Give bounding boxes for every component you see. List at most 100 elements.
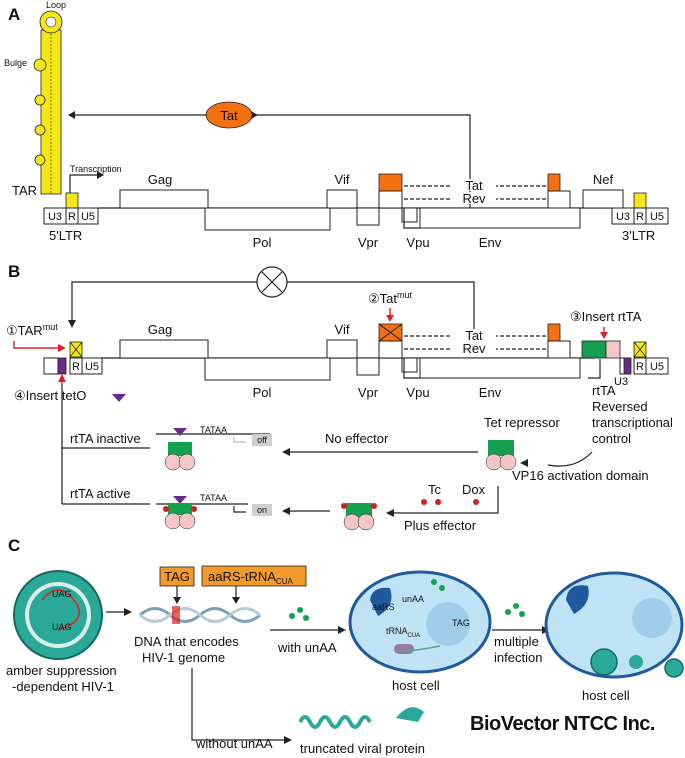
rtta-desc-2: Reversed	[592, 399, 648, 414]
gene-vif-b-label: Vif	[335, 322, 350, 337]
transcription-arrow	[69, 174, 100, 193]
gene-vpr-b-label: Vpr	[358, 385, 379, 400]
ltr3b-u5: U5	[650, 361, 664, 373]
unaa-cell-label: unAA	[402, 594, 424, 604]
ltr5-u3: U3	[48, 211, 62, 223]
ltr3-name: 3'LTR	[622, 228, 655, 243]
transcription-label: Transcription	[70, 164, 122, 174]
rtta-inactive-complex	[164, 442, 196, 471]
tar-label: TAR	[12, 183, 37, 198]
virus-caption-2: -dependent HIV-1	[12, 679, 114, 694]
multiple-2: infection	[494, 650, 542, 665]
step4-label: ④Insert tetO	[14, 388, 86, 403]
dna-helix	[139, 606, 261, 624]
gene-vif-label: Vif	[335, 172, 350, 187]
gene-vpu	[401, 207, 418, 223]
tet-repressor-label: Tet repressor	[484, 415, 561, 430]
gene-pol-b	[204, 357, 331, 381]
trna-cell-label: tRNACUA	[386, 626, 420, 639]
rtta-effector-bound	[341, 503, 377, 531]
rtta-active-complex	[163, 496, 197, 530]
watermark: BioVector NTCC Inc.	[470, 713, 655, 735]
rtta-insert	[581, 340, 607, 359]
gene-nef	[582, 189, 624, 209]
off-badge	[252, 434, 272, 446]
rev-label-b: Rev	[462, 341, 486, 356]
dna-caption-1: DNA that encodes	[134, 634, 239, 649]
tag-cell-label: TAG	[452, 618, 470, 628]
tat-label-b: Tat	[465, 328, 483, 343]
gene-pol	[204, 207, 331, 231]
gene-nef-label: Nef	[593, 172, 614, 187]
gene-env	[419, 207, 581, 229]
gene-vpr-b	[356, 357, 380, 376]
gene-vif-b	[326, 339, 358, 359]
gene-env-label: Env	[479, 235, 502, 250]
on-badge	[252, 504, 272, 516]
gene-vpu-b	[401, 357, 418, 373]
host-cell-2	[544, 571, 684, 679]
inactive-label: rtTA inactive	[70, 431, 141, 446]
dox-label: Dox	[462, 482, 486, 497]
gene-env-b-label: Env	[479, 385, 502, 400]
tet-repressor-complex	[485, 440, 517, 471]
tag-box-label: TAG	[164, 569, 190, 584]
gene-vif	[326, 189, 358, 209]
gene-pol-b-label: Pol	[253, 385, 272, 400]
gene-gag	[119, 189, 209, 209]
off-label: off	[257, 435, 267, 445]
without-unaa-label: without unAA	[195, 736, 273, 751]
gene-gag-label: Gag	[148, 172, 173, 187]
tataa-1: TATAA	[200, 425, 227, 435]
uag-2: UAG	[52, 622, 72, 632]
rtta-desc-3: transcriptional	[592, 415, 673, 430]
tat-feedback-line	[252, 114, 471, 208]
step3-label: ③Insert rtTA	[570, 309, 642, 324]
ltr3-b	[619, 341, 669, 375]
tat-exon1-a	[378, 173, 403, 192]
loop-label: Loop	[46, 0, 66, 10]
with-unaa-label: with unAA	[277, 640, 337, 655]
tat-exon2-b	[547, 323, 561, 342]
ltr5b-r: R	[72, 361, 80, 373]
plus-effector-label: Plus effector	[404, 518, 477, 533]
hiv-virion	[13, 570, 103, 660]
aars-cell-label: aaRS	[372, 602, 395, 612]
tat-exon2-a	[547, 173, 561, 192]
host-cell-2-label: host cell	[582, 688, 630, 703]
ltr3b-r: R	[636, 361, 644, 373]
ltr3-r: R	[636, 211, 644, 223]
gene-vpr	[356, 207, 380, 226]
on-label: on	[257, 505, 267, 515]
tat-label-a: Tat	[465, 178, 483, 193]
gene-pol-label: Pol	[253, 235, 272, 250]
ltr5b-u5: U5	[85, 361, 99, 373]
ltr5-name: 5'LTR	[49, 228, 82, 243]
gene-vpr-label: Vpr	[358, 235, 379, 250]
rtta-desc-1: rtTA	[592, 383, 616, 398]
ltr3b-u3: U3	[614, 376, 628, 388]
host-cell-1	[348, 570, 492, 674]
vp16-label: VP16 activation domain	[512, 468, 649, 483]
truncated-label: truncated viral protein	[300, 741, 425, 756]
tataa-2: TATAA	[200, 493, 227, 503]
ltr3-u5: U5	[650, 211, 664, 223]
panel-label-b: B	[8, 262, 20, 281]
gene-vpu-label: Vpu	[406, 235, 429, 250]
gene-gag-b-label: Gag	[148, 322, 173, 337]
ltr5-r: R	[68, 211, 76, 223]
ltr3-u3: U3	[616, 211, 630, 223]
aars-box	[201, 565, 307, 587]
multiple-1: multiple	[494, 634, 539, 649]
aars-box-label: aaRS-tRNACUA	[208, 569, 293, 586]
rev-label-a: Rev	[462, 191, 486, 206]
active-label: rtTA active	[70, 486, 130, 501]
host-cell-1-label: host cell	[392, 678, 440, 693]
tat-protein-label: Tat	[220, 108, 238, 123]
tar-hairpin	[33, 10, 63, 195]
tc-label: Tc	[428, 482, 442, 497]
teto-icon	[112, 394, 126, 402]
panel-label-c: C	[8, 536, 20, 555]
ltr5-u5: U5	[81, 211, 95, 223]
